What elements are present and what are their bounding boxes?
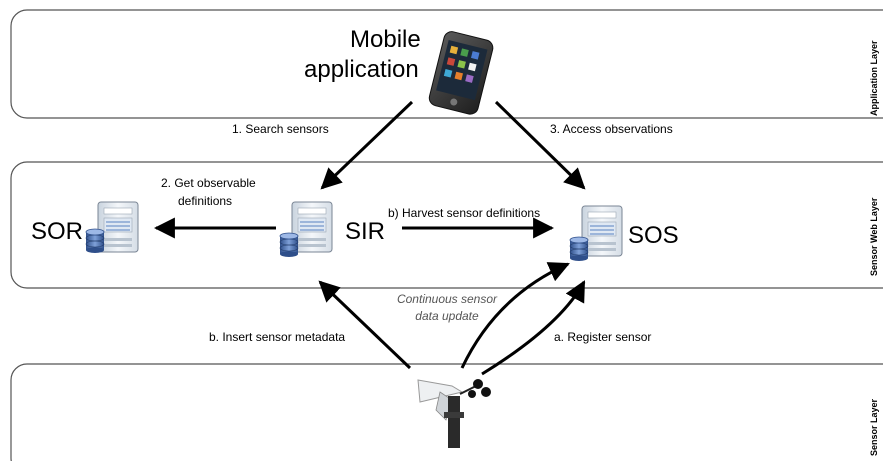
sensor-web-layer-box (10, 161, 883, 289)
weather-station-icon (417, 379, 491, 448)
sir-label: SIR (345, 218, 386, 245)
arrow-access-observations (494, 100, 586, 190)
sos-label: SOS (628, 222, 679, 249)
search-sensors-label: 1. Search sensors (232, 122, 329, 136)
get-definitions-label-line1: 2. Get observable (161, 176, 256, 190)
application-layer-title: Application Layer (869, 40, 879, 116)
get-definitions-label-line2: definitions (178, 194, 233, 208)
harvest-label: b) Harvest sensor definitions (388, 206, 541, 220)
arrow-register-sensor (481, 280, 586, 376)
insert-metadata-label: b. Insert sensor metadata (209, 330, 346, 344)
continuous-update-label-line1: Continuous sensor (396, 292, 498, 306)
sos-database-icon (569, 236, 589, 262)
mobile-label-line2: application (304, 56, 419, 83)
arrow-continuous-update (460, 262, 570, 369)
register-sensor-label: a. Register sensor (554, 330, 652, 344)
sir-database-icon (279, 232, 299, 258)
arrow-insert-metadata (318, 280, 412, 370)
sensor-web-layer-title: Sensor Web Layer (869, 197, 879, 276)
sor-database-icon (85, 228, 105, 254)
smartphone-icon (428, 31, 494, 115)
arrow-search-sensors (320, 100, 414, 190)
access-observations-label: 3. Access observations (550, 122, 673, 136)
continuous-update-label-line2: data update (415, 309, 479, 323)
sensor-layer-title: Sensor Layer (869, 398, 879, 456)
mobile-label-line1: Mobile (350, 26, 421, 53)
sor-label: SOR (31, 218, 84, 245)
